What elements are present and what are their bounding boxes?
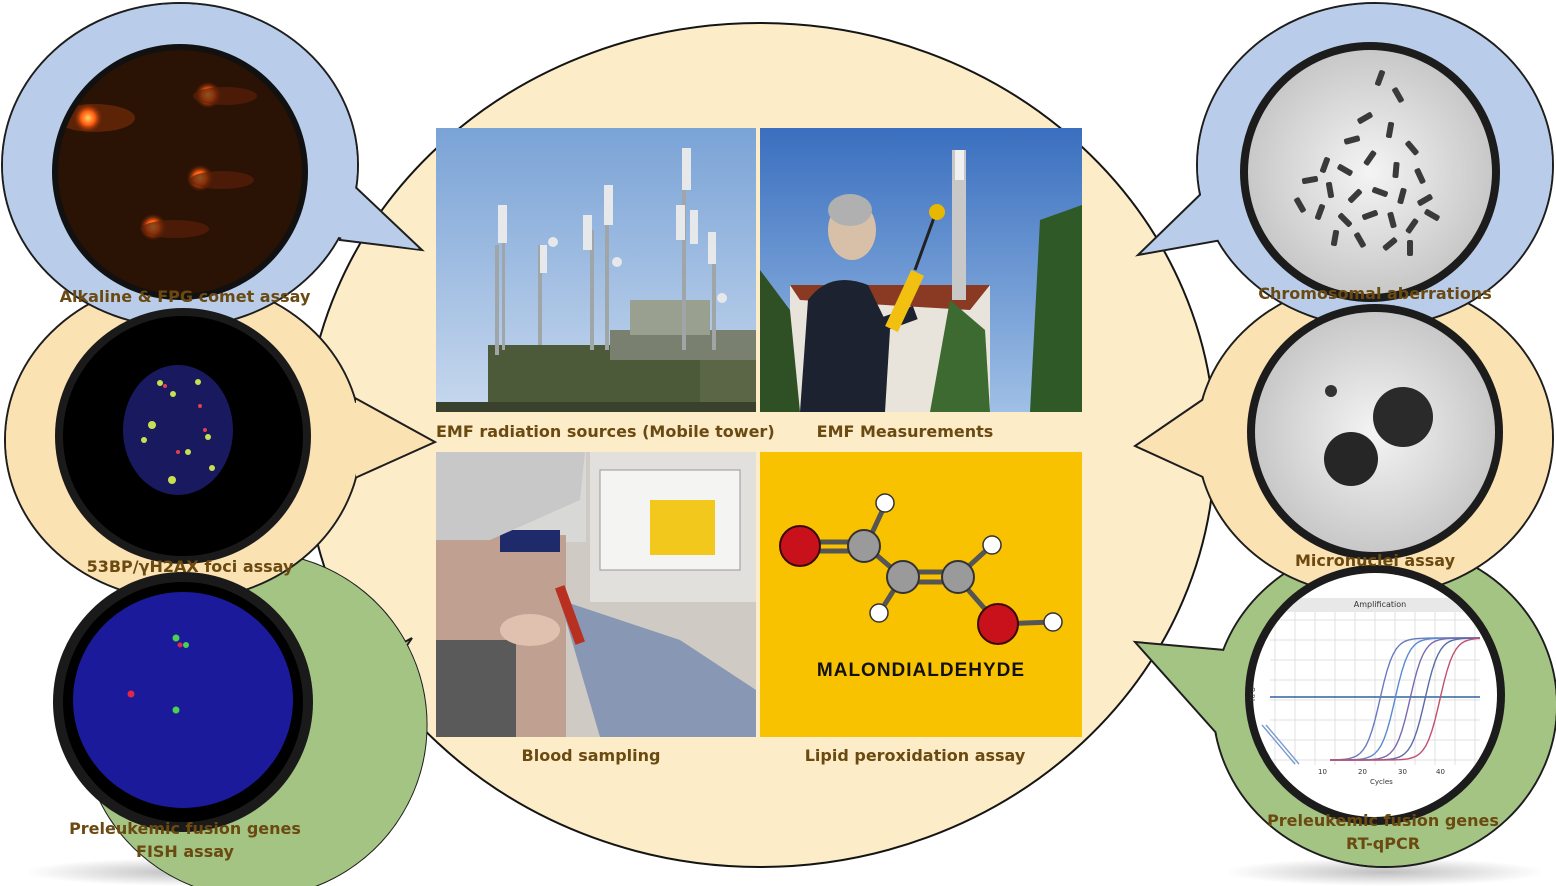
chromosome-mark xyxy=(1382,237,1398,251)
chromosome-mark xyxy=(1354,232,1366,248)
blood-sampling-photo xyxy=(436,452,756,737)
label-fish-line2: FISH assay xyxy=(136,842,234,861)
foci-assay-image xyxy=(55,308,311,564)
qpcr-baseline-curve xyxy=(1261,724,1296,765)
chromosome-mark xyxy=(1362,210,1378,220)
chromosome-mark xyxy=(1325,181,1335,199)
label-chromosomal-aberrations: Chromosomal aberrations xyxy=(1258,284,1492,303)
qpcr-image xyxy=(1245,565,1505,825)
qpcr-x-tick-40: 40 xyxy=(1436,768,1445,776)
chromosome-mark xyxy=(1338,213,1352,227)
label-micronuclei-assay: Micronuclei assay xyxy=(1294,551,1455,570)
chromosome-mark xyxy=(1385,121,1395,139)
qpcr-x-tick-30: 30 xyxy=(1398,768,1407,776)
label-fish-line1: Preleukemic fusion genes xyxy=(69,819,301,838)
label-foci-assay: 53BP/γH2AX foci assay xyxy=(86,557,294,576)
chromosome-mark xyxy=(1424,209,1440,221)
caption-lipid-peroxidation: Lipid peroxidation assay xyxy=(804,746,1026,765)
qpcr-baseline-curve xyxy=(1265,724,1300,765)
qpcr-x-axis-label: Cycles xyxy=(1370,778,1393,786)
chromosome-mark xyxy=(1348,189,1362,203)
chromosome-mark xyxy=(1397,187,1407,205)
chromosome-mark xyxy=(1330,229,1340,247)
chromosome-mark xyxy=(1407,240,1413,256)
chromosome-mark xyxy=(1372,187,1388,197)
fish-assay-image xyxy=(53,572,313,832)
caption-mobile-tower: EMF radiation sources (Mobile tower) xyxy=(436,422,775,441)
qpcr-x-tick-10: 10 xyxy=(1318,768,1327,776)
chromosome-mark xyxy=(1363,150,1377,166)
chromosome-mark xyxy=(1320,157,1330,173)
chromosome-mark xyxy=(1343,135,1361,145)
chromosome-mark xyxy=(1294,197,1306,213)
qpcr-y-axis-label: RFU xyxy=(1249,686,1258,702)
label-comet-assay: Alkaline & FPG comet assay xyxy=(59,287,311,306)
caption-blood-sampling: Blood sampling xyxy=(521,746,661,765)
micronuclei-image xyxy=(1247,304,1503,560)
chromosome-mark xyxy=(1357,112,1373,124)
chromosome-mark xyxy=(1315,204,1325,220)
molecule-label: MALONDIALDEHYDE xyxy=(816,660,1026,681)
chromosome-mark xyxy=(1387,211,1397,229)
caption-emf-measurements: EMF Measurements xyxy=(816,422,994,441)
label-qpcr-line2: RT-qPCR xyxy=(1345,834,1421,853)
chromosome-mark xyxy=(1405,140,1419,156)
comet-assay-image xyxy=(52,44,308,300)
chromosome-mark xyxy=(1392,161,1400,179)
qpcr-chart-title: Amplification xyxy=(1353,600,1407,609)
malondialdehyde-molecule xyxy=(760,452,1082,737)
emf-measurement-photo xyxy=(760,128,1082,412)
label-qpcr-line1: Preleukemic fusion genes xyxy=(1267,811,1499,830)
qpcr-x-tick-20: 20 xyxy=(1358,768,1367,776)
chromosome-mark xyxy=(1414,168,1426,184)
chromosome-mark xyxy=(1392,87,1404,103)
mobile-tower-photo xyxy=(436,128,756,412)
chromosome-aberrations-image xyxy=(1240,42,1500,302)
chromosome-mark xyxy=(1337,164,1353,176)
chromosome-mark xyxy=(1417,194,1433,206)
chromosome-mark xyxy=(1301,175,1319,185)
qpcr-curve xyxy=(1330,637,1481,761)
chromosome-mark xyxy=(1405,218,1419,234)
chromosome-mark xyxy=(1375,70,1385,86)
